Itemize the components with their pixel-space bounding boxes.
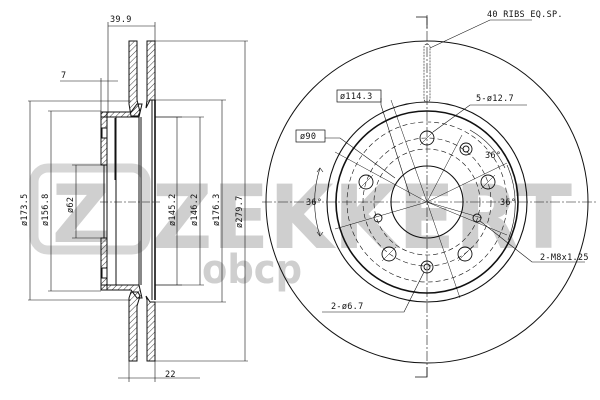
label-angle-top-right: 36°	[485, 151, 501, 161]
dim-22: 22	[165, 370, 176, 380]
label-ribs: 40 RIBS EQ.SP.	[487, 10, 563, 20]
watermark-sub: obcp	[202, 247, 302, 293]
dim-39-9: 39.9	[110, 15, 132, 25]
dim-176-3: ø176.3	[212, 193, 222, 226]
label-d90: ø90	[300, 132, 316, 142]
leader-d90	[325, 137, 396, 179]
leader-ribs	[429, 19, 532, 49]
front-view	[262, 15, 598, 378]
leader-locating	[322, 271, 425, 313]
section-arrow-top	[416, 16, 428, 28]
front-view-labels: 40 RIBS EQ.SP. 5-ø12.7 ø114.3 ø90 36° 36…	[300, 10, 589, 312]
label-angle-right: 36°	[500, 198, 516, 208]
angle-arc-right	[506, 164, 516, 241]
section-dimension-labels: 39.9 7 22 ø173.5 ø156.8 ø62 ø145.2 ø146.…	[20, 15, 245, 380]
label-locating: 2-ø6.7	[331, 302, 364, 312]
bolt-holes	[358, 130, 496, 262]
section-bottom-outer-plate	[128, 291, 141, 362]
section-dimensions	[28, 22, 248, 382]
watermark: Z ZEKKERT obcp	[29, 163, 572, 293]
dim-145-2: ø145.2	[168, 193, 178, 226]
leader-threaded	[479, 220, 585, 263]
dim-146-2: ø146.2	[190, 193, 200, 226]
section-stud-hole-bottom	[101, 267, 108, 279]
label-pcd: ø114.3	[340, 92, 373, 102]
section-arrow-bottom	[415, 367, 428, 378]
label-bolt-holes: 5-ø12.7	[476, 94, 514, 104]
section-hat-wall-bottom	[100, 237, 108, 291]
rib-slot	[423, 43, 431, 103]
d90-label-box	[295, 129, 326, 143]
angle-arc-top-right	[469, 129, 506, 169]
locating-holes	[420, 142, 473, 274]
angle-arc-left	[314, 167, 321, 237]
label-threaded: 2-M8x1.25	[540, 253, 589, 263]
dim-7: 7	[61, 71, 66, 81]
dim-279-7: ø279.7	[235, 195, 245, 228]
watermark-logo-box	[29, 163, 151, 255]
leader-bolt-holes	[432, 104, 527, 133]
section-bottom-inner-plate	[145, 295, 156, 362]
pcd-label-box	[336, 89, 382, 103]
dim-156-8: ø156.8	[41, 193, 51, 226]
watermark-logo-letter: Z	[52, 168, 110, 261]
threaded-holes	[373, 213, 482, 223]
dim-62: ø62	[66, 197, 76, 213]
label-angle-left: 36°	[306, 198, 322, 208]
dim-173-5: ø173.5	[20, 193, 30, 226]
section-stud-hole-top	[101, 127, 108, 139]
section-top-inner-plate	[145, 40, 156, 109]
